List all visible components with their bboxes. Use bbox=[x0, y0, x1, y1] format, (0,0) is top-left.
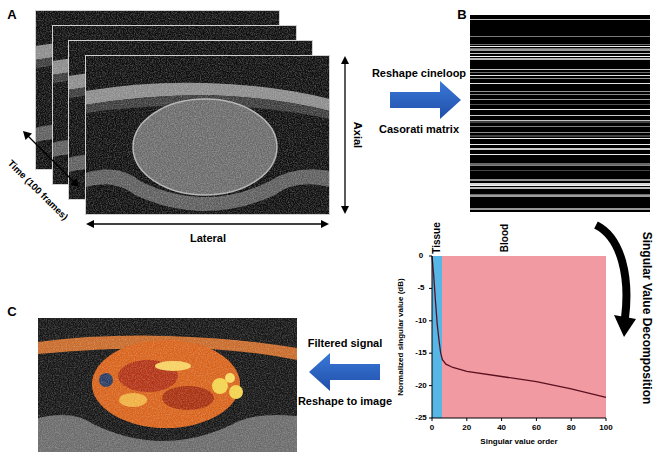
matrix-row bbox=[470, 94, 650, 95]
matrix-row bbox=[470, 53, 650, 54]
region-label: Blood bbox=[500, 224, 510, 252]
matrix-row bbox=[470, 83, 650, 84]
matrix-row bbox=[470, 144, 650, 145]
matrix-row bbox=[470, 58, 650, 60]
matrix-row bbox=[470, 126, 650, 127]
matrix-row bbox=[470, 208, 650, 210]
tick-label: -5 bbox=[417, 284, 424, 292]
tick-label: -10 bbox=[415, 317, 427, 325]
axis-title: Singular value order bbox=[480, 438, 557, 446]
block-arrow bbox=[309, 353, 380, 391]
matrix-row bbox=[470, 49, 650, 51]
frame bbox=[85, 55, 330, 215]
matrix-row bbox=[470, 99, 650, 100]
casorati-matrix bbox=[470, 15, 650, 212]
singular-value-plot bbox=[429, 256, 606, 421]
matrix-row bbox=[470, 179, 650, 181]
blood-region bbox=[442, 256, 606, 418]
tick-label: 60 bbox=[532, 424, 541, 432]
matrix-row bbox=[470, 163, 650, 165]
panel-letter: B bbox=[457, 8, 466, 21]
arrow-label: Reshape cineloop bbox=[372, 68, 466, 79]
tick-label: -15 bbox=[415, 349, 427, 357]
axis-label: Axial bbox=[352, 122, 363, 148]
matrix-row bbox=[470, 44, 650, 45]
matrix-row bbox=[470, 69, 650, 70]
matrix-row bbox=[470, 148, 650, 150]
matrix-row bbox=[470, 120, 650, 121]
matrix-row bbox=[470, 195, 650, 197]
matrix-row bbox=[470, 56, 650, 57]
plot-axes bbox=[429, 256, 606, 421]
matrix-row bbox=[470, 185, 650, 186]
matrix-row bbox=[470, 135, 650, 137]
tick-label: 0 bbox=[419, 252, 423, 260]
matrix-row bbox=[470, 78, 650, 79]
tick-label: -20 bbox=[415, 382, 427, 390]
matrix-row bbox=[470, 138, 650, 139]
region-label: Tissue bbox=[432, 222, 442, 254]
axis-title: Normalized singular value (dB) bbox=[397, 278, 405, 395]
matrix-row bbox=[470, 46, 650, 47]
matrix-row bbox=[470, 19, 650, 20]
matrix-row bbox=[470, 36, 650, 37]
tick-label: -25 bbox=[415, 414, 427, 422]
matrix-row bbox=[470, 187, 650, 189]
panel-letter: C bbox=[7, 305, 16, 318]
singular-value-curve bbox=[432, 256, 606, 397]
tick-label: 80 bbox=[567, 424, 576, 432]
filtered-image bbox=[38, 318, 297, 452]
matrix-row bbox=[470, 154, 650, 155]
matrix-row bbox=[470, 194, 650, 195]
tick-label: 0 bbox=[430, 424, 434, 432]
matrix-row bbox=[470, 104, 650, 105]
arrow-label: Filtered signal bbox=[308, 338, 383, 349]
matrix-row bbox=[470, 132, 650, 133]
tick-label: 100 bbox=[599, 424, 612, 432]
panel-letter: A bbox=[7, 8, 16, 21]
matrix-row bbox=[470, 72, 650, 73]
arrow-label: Casorati matrix bbox=[379, 124, 459, 135]
tick-label: 20 bbox=[462, 424, 471, 432]
block-arrow bbox=[390, 81, 461, 119]
matrix-rows bbox=[470, 19, 650, 210]
frame-stack bbox=[35, 10, 330, 215]
matrix-row bbox=[470, 165, 650, 166]
matrix-row bbox=[470, 170, 650, 171]
matrix-row bbox=[470, 121, 650, 123]
axial-arrow bbox=[341, 56, 349, 214]
arrow-label: Singular Value Decomposition bbox=[641, 232, 653, 405]
tick-label: 40 bbox=[497, 424, 506, 432]
matrix-row bbox=[470, 75, 650, 76]
matrix-row bbox=[470, 109, 650, 110]
matrix-row bbox=[470, 48, 650, 49]
axis-label: Lateral bbox=[190, 233, 226, 244]
matrix-row bbox=[470, 183, 650, 185]
matrix-row bbox=[470, 91, 650, 92]
matrix-row bbox=[470, 115, 650, 116]
arrow-label: Reshape to image bbox=[298, 396, 392, 407]
lateral-arrow bbox=[86, 220, 329, 228]
